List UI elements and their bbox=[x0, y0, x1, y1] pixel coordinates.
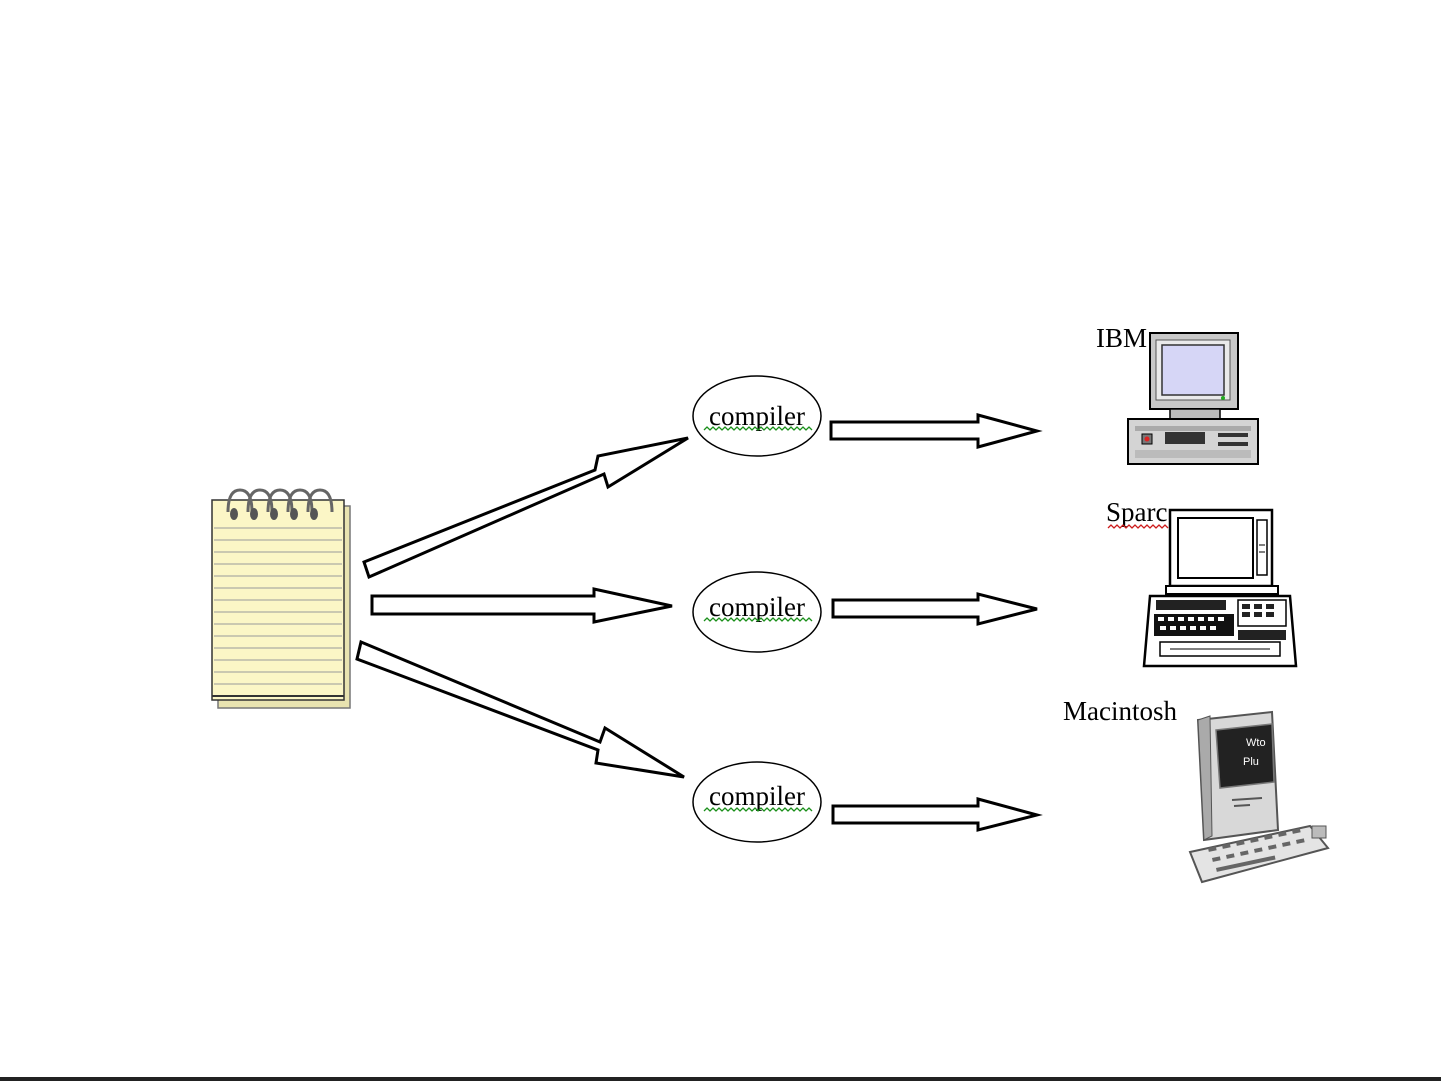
compiler-node-3: compiler bbox=[693, 762, 821, 842]
mac-screen-line-2: Plu bbox=[1243, 756, 1259, 768]
compiler-node-2: compiler bbox=[693, 572, 821, 652]
arrow-to-compiler-3 bbox=[357, 642, 684, 777]
notepad-icon bbox=[212, 490, 350, 708]
macintosh-icon: Wto Plu bbox=[1190, 712, 1328, 882]
arrow-to-compiler-2 bbox=[372, 589, 672, 622]
arrow-to-macintosh bbox=[833, 799, 1037, 830]
arrow-to-compiler-1 bbox=[364, 438, 688, 577]
sparc-label: Sparc bbox=[1106, 497, 1167, 527]
macintosh-label: Macintosh bbox=[1063, 696, 1177, 726]
compiler-label-3: compiler bbox=[709, 781, 805, 811]
ibm-pc-icon bbox=[1128, 333, 1258, 464]
arrow-to-ibm bbox=[831, 415, 1037, 447]
arrow-to-sparc bbox=[833, 594, 1037, 624]
mac-screen-line-1: Wto bbox=[1246, 737, 1266, 749]
compiler-node-1: compiler bbox=[693, 376, 821, 456]
bottom-border bbox=[0, 1077, 1441, 1081]
sparc-workstation-icon bbox=[1144, 510, 1296, 666]
ibm-label: IBM bbox=[1096, 323, 1147, 353]
